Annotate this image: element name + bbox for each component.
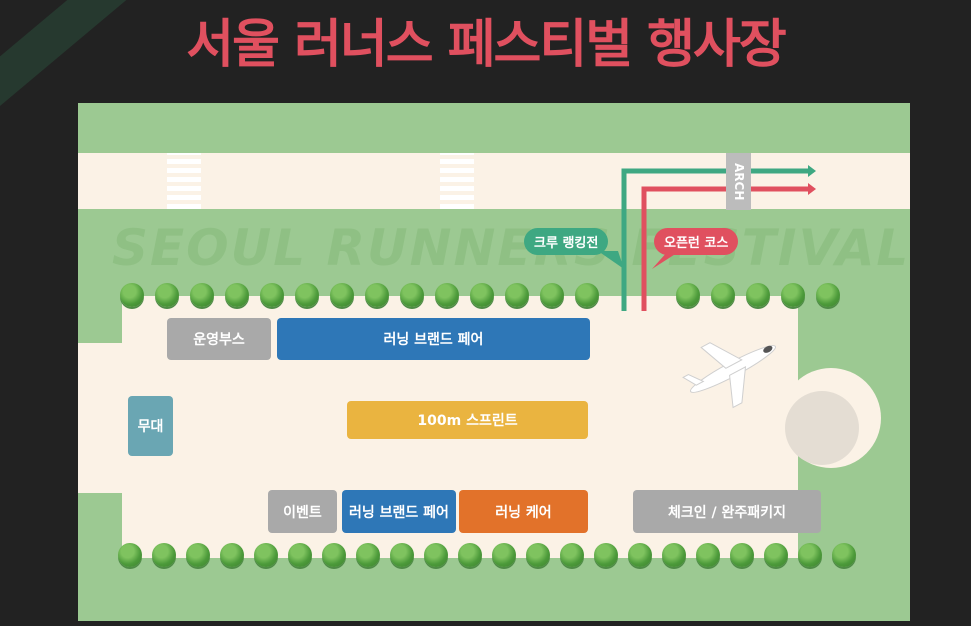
- tree-icon: [832, 543, 856, 567]
- airplane-icon: [682, 342, 777, 409]
- tree-icon: [730, 543, 754, 567]
- tree-icon: [424, 543, 448, 567]
- crosswalk: [167, 153, 201, 209]
- tree-icon: [186, 543, 210, 567]
- bubble-tail: [652, 251, 680, 269]
- tree-icon: [711, 283, 735, 307]
- venue-map: SEOUL RUNNERS FESTIVAL ARCH 크루 랭킹전 오픈런 코…: [78, 103, 910, 621]
- tree-icon: [492, 543, 516, 567]
- tree-icon: [322, 543, 346, 567]
- tree-icon: [118, 543, 142, 567]
- tree-icon: [746, 283, 770, 307]
- watermark-text: SEOUL RUNNERS FESTIVAL: [112, 219, 910, 277]
- tree-icon: [356, 543, 380, 567]
- tree-icon: [560, 543, 584, 567]
- route-arrow: [808, 183, 816, 195]
- tree-icon: [816, 283, 840, 307]
- tree-icon: [295, 283, 319, 307]
- arch-sign: ARCH: [726, 153, 751, 210]
- tree-icon: [120, 283, 144, 307]
- tree-icon: [781, 283, 805, 307]
- tree-icon: [470, 283, 494, 307]
- tree-icon: [505, 283, 529, 307]
- open-run-route: [641, 186, 808, 311]
- booth-operations[interactable]: 운영부스: [167, 318, 271, 360]
- tree-icon: [365, 283, 389, 307]
- tree-icon: [696, 543, 720, 567]
- tree-icon: [400, 283, 424, 307]
- booth-running-brand-fair[interactable]: 러닝 브랜드 페어: [277, 318, 590, 360]
- booth-running-care[interactable]: 러닝 케어: [459, 490, 588, 533]
- tree-icon: [458, 543, 482, 567]
- tree-icon: [764, 543, 788, 567]
- top-road: [78, 153, 910, 209]
- tree-icon: [594, 543, 618, 567]
- tree-icon: [220, 543, 244, 567]
- route-lines: [598, 165, 816, 409]
- route-label-crew-ranking: 크루 랭킹전: [524, 228, 609, 255]
- tree-icon: [575, 283, 599, 307]
- tree-icon: [254, 543, 278, 567]
- tree-icon: [330, 283, 354, 307]
- page-title: 서울 러너스 페스티벌 행사장: [186, 15, 786, 75]
- tree-icon: [662, 543, 686, 567]
- tree-icon: [260, 283, 284, 307]
- tree-icon: [540, 283, 564, 307]
- booth-checkin[interactable]: 체크인 / 완주패키지: [633, 490, 821, 533]
- tree-row-bottom: [118, 543, 856, 567]
- tree-icon: [628, 543, 652, 567]
- tree-icon: [288, 543, 312, 567]
- crosswalk: [440, 153, 474, 209]
- tree-icon: [190, 283, 214, 307]
- booth-event[interactable]: 이벤트: [268, 490, 337, 533]
- tree-row-top-left: [120, 283, 599, 307]
- tree-row-top-right: [676, 283, 840, 307]
- route-arrow: [808, 165, 816, 177]
- tree-icon: [155, 283, 179, 307]
- tree-icon: [526, 543, 550, 567]
- booth-sprint[interactable]: 100m 스프린트: [347, 401, 588, 439]
- plaza-entrance: [78, 343, 128, 493]
- bubble-tail: [598, 251, 624, 269]
- booth-running-brand-fair-2[interactable]: 러닝 브랜드 페어: [342, 490, 456, 533]
- roundabout-center: [785, 391, 859, 465]
- tree-icon: [798, 543, 822, 567]
- booth-stage[interactable]: 무대: [128, 396, 173, 456]
- tree-icon: [676, 283, 700, 307]
- tree-icon: [390, 543, 414, 567]
- route-label-open-run: 오픈런 코스: [654, 228, 739, 255]
- tree-icon: [152, 543, 176, 567]
- tree-icon: [225, 283, 249, 307]
- tree-icon: [435, 283, 459, 307]
